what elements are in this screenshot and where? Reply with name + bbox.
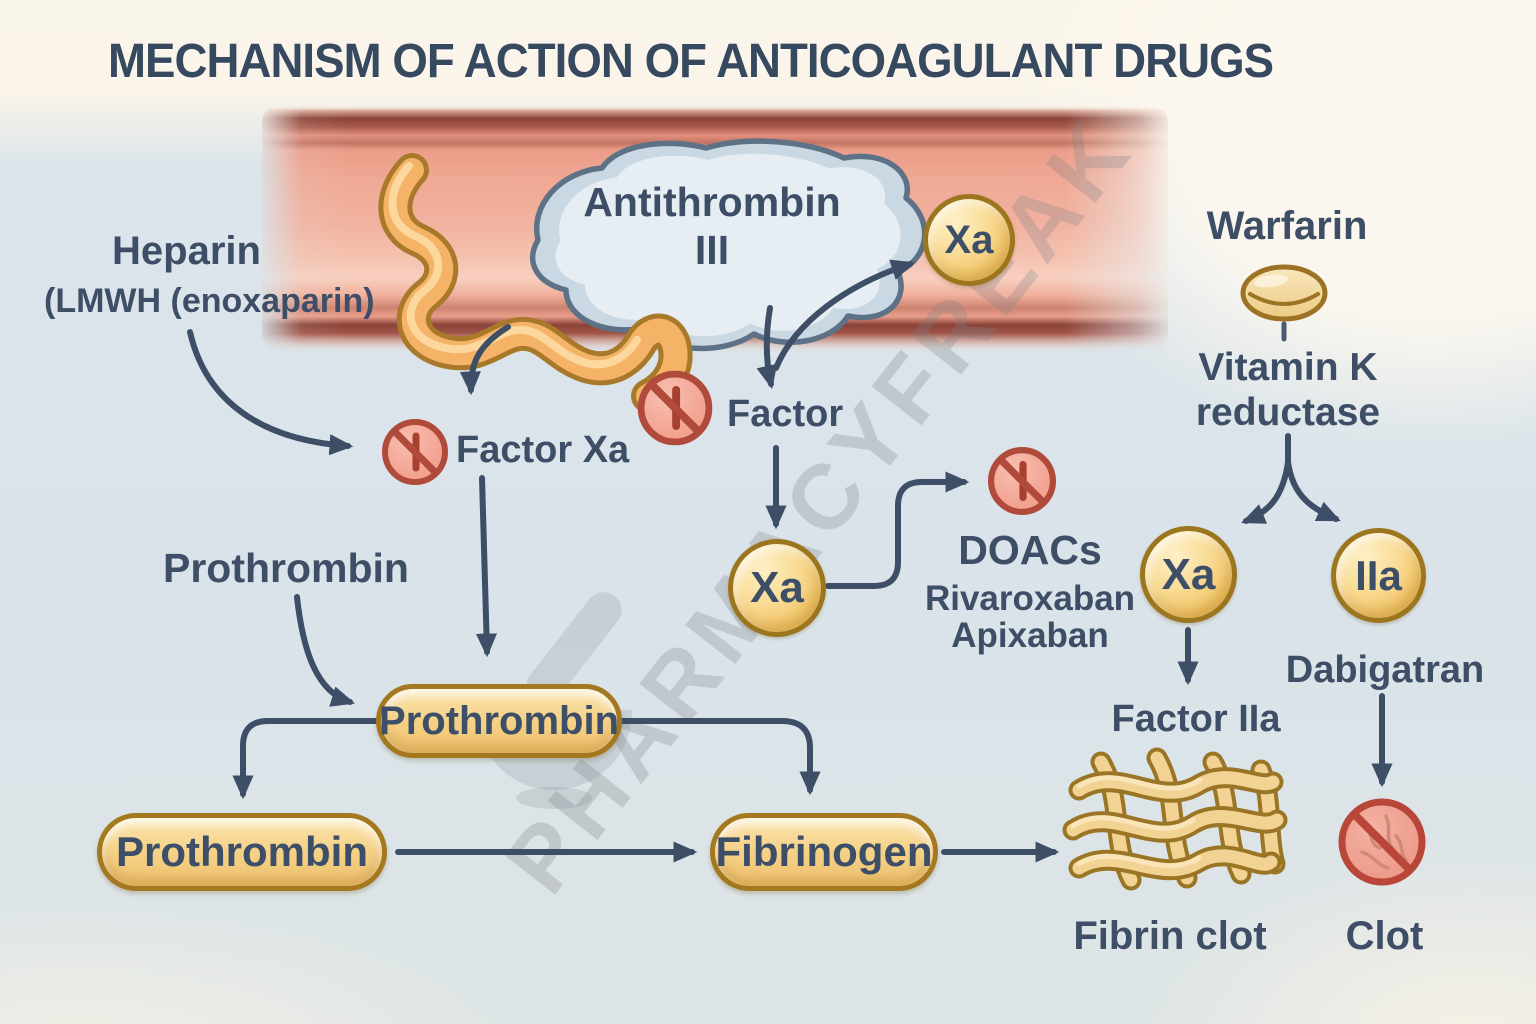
fibrinogen-box: Fibrinogen	[710, 813, 938, 891]
doacs-drug1-label: Rivaroxaban	[924, 579, 1136, 618]
factor-label: Factor	[727, 393, 844, 435]
arrow-factor-xa-to-prothrombin	[475, 475, 498, 658]
fibrin-clot-label: Fibrin clot	[1073, 914, 1267, 958]
xa-node-right: Xa	[1140, 526, 1237, 623]
prothrombin-box-mid: Prothrombin	[376, 684, 622, 758]
arrow-vitk-to-xa	[1241, 459, 1291, 524]
doacs-drug2-label: Apixaban	[951, 616, 1109, 655]
clot-label: Clot	[1345, 914, 1424, 958]
xa-node-intermediate-label: Xa	[750, 563, 804, 612]
prothrombin-box-mid-label: Prothrombin	[379, 698, 619, 743]
heparin-label-line2: (LMWH (enoxaparin)	[44, 282, 375, 320]
arrow-heparin-to-factor-xa	[187, 329, 354, 456]
antithrombin-label: Antithrombin III	[540, 179, 884, 274]
iia-node-label: IIa	[1355, 551, 1402, 599]
arrow-box-to-prothrombin-bottom	[232, 718, 381, 800]
vitamin-k-line1: Vitamin K	[1198, 346, 1378, 389]
vitamin-k-line2: reductase	[1195, 391, 1381, 435]
factor-xa-label: Factor Xa	[456, 429, 630, 471]
arrow-vessel-to-factor	[756, 305, 778, 390]
prohibition-icon-factor	[641, 374, 709, 442]
antithrombin-blob	[530, 138, 928, 352]
xa-node-vessel-label: Xa	[944, 217, 994, 262]
fibrin-clot-icon	[1062, 747, 1288, 891]
dabigatran-label: Dabigatran	[1285, 649, 1485, 691]
xa-node-intermediate: Xa	[728, 539, 826, 637]
arrow-prothrombin-label-to-box	[294, 594, 356, 707]
arrow-heparin-molecule-down	[459, 324, 511, 396]
clot-blocked-icon	[1338, 798, 1426, 886]
antithrombin-line1: Antithrombin	[583, 179, 841, 225]
page-title: MECHANISM OF ACTION OF ANTICOAGULANT DRU…	[108, 35, 1274, 88]
xa-node-vessel: Xa	[923, 194, 1015, 286]
arrow-vitk-to-iia	[1285, 459, 1341, 522]
xa-node-right-label: Xa	[1161, 549, 1216, 599]
heparin-molecule-icon	[378, 153, 693, 413]
vitamin-k-reductase-label: Vitamin K reductase	[1182, 345, 1394, 435]
arrow-to-xa-in-vessel	[773, 259, 916, 371]
arrows	[187, 259, 1393, 863]
fibrinogen-box-label: Fibrinogen	[715, 828, 933, 875]
arrow-xa-to-doacs	[825, 471, 970, 589]
heparin-label-line1: Heparin	[112, 229, 261, 273]
warfarin-pill-icon	[1240, 264, 1328, 322]
arrow-box-to-fibrinogen	[617, 718, 821, 796]
warfarin-label: Warfarin	[1206, 204, 1368, 248]
prothrombin-box-bottom-label: Prothrombin	[116, 828, 368, 875]
prothrombin-box-bottom: Prothrombin	[97, 813, 387, 891]
prothrombin-label: Prothrombin	[163, 545, 409, 591]
prohibition-icon-factor-xa	[385, 422, 445, 482]
factor-iia-label: Factor IIa	[1111, 698, 1281, 740]
doacs-label: DOACs	[958, 527, 1102, 573]
prohibition-icon-doacs	[991, 450, 1053, 512]
antithrombin-line2: III	[694, 226, 730, 273]
iia-node: IIa	[1331, 528, 1426, 623]
